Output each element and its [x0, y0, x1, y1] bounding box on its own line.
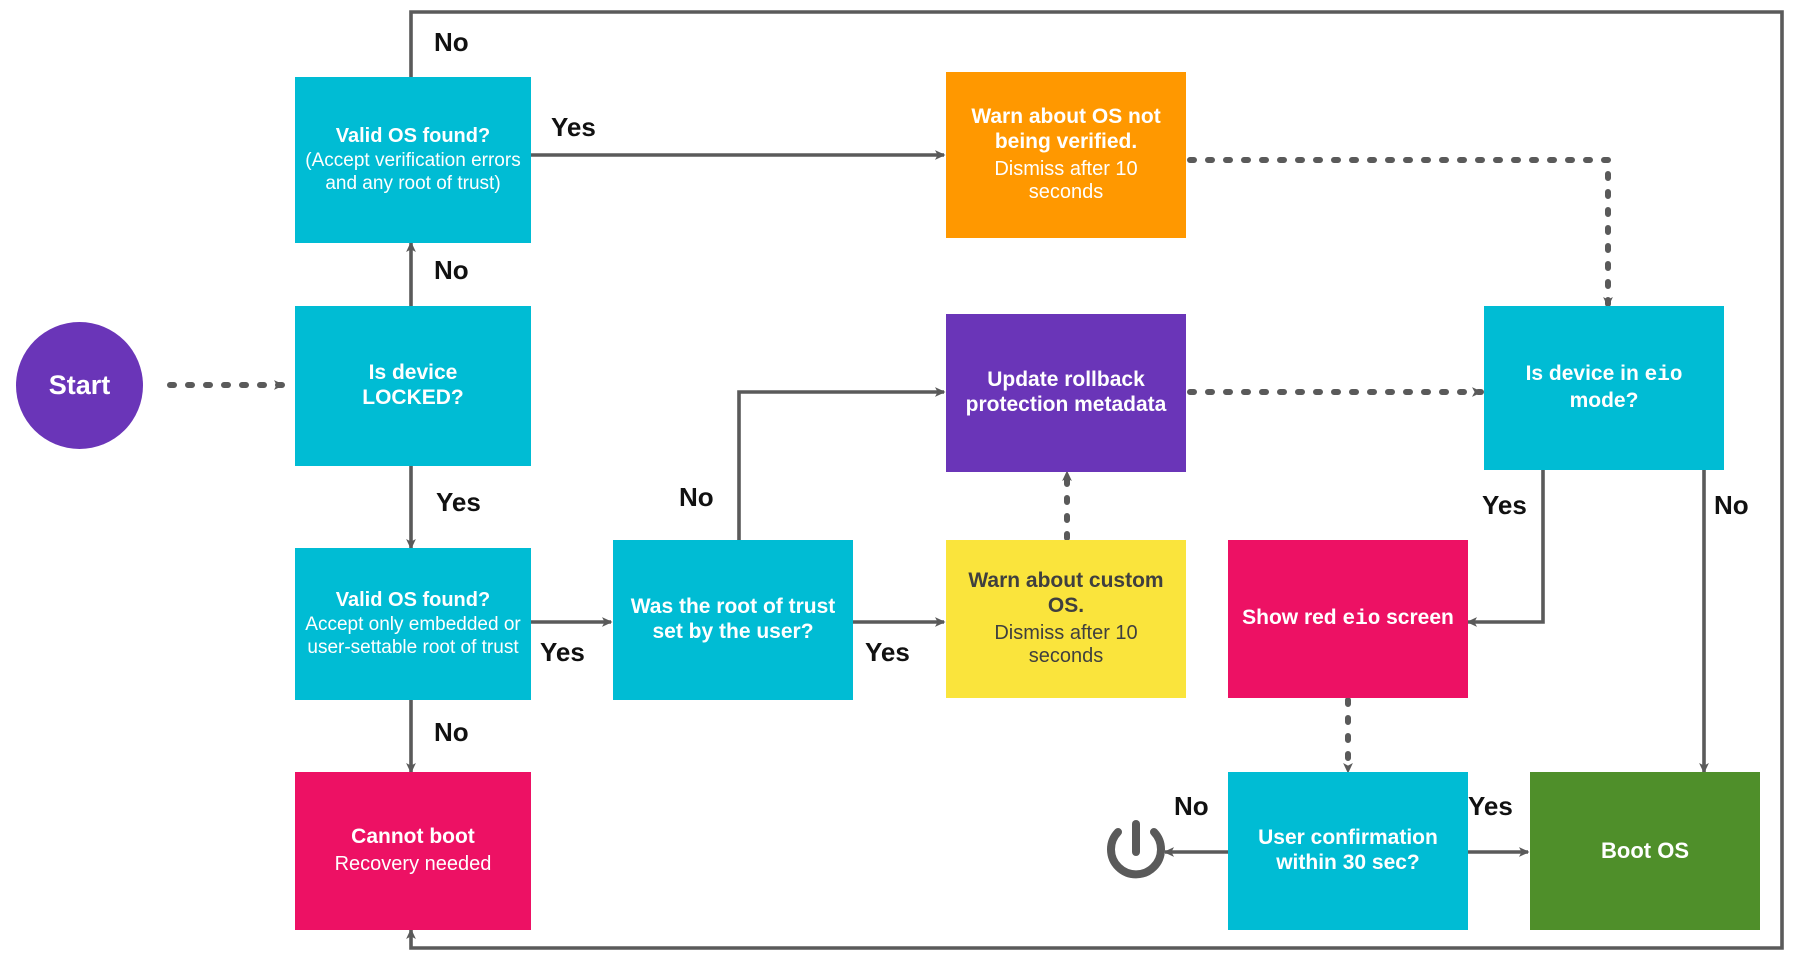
- node-valid-os-unlocked-title: Valid OS found?: [335, 124, 491, 147]
- node-root-of-trust-user-title: Was the root of trust set by the user?: [630, 595, 836, 643]
- node-show-red-eio-title-pre: Show red: [1242, 605, 1343, 629]
- node-cannot-boot-sub: Recovery needed: [334, 853, 492, 876]
- edge-label-no-locked-up: No: [434, 255, 469, 285]
- node-is-device-eio-title-mono: eio: [1644, 364, 1683, 388]
- node-warn-custom-os[interactable]: Warn about custom OS. Dismiss after 10 s…: [946, 540, 1186, 698]
- node-warn-not-verified-title: Warn about OS not being verified.: [971, 105, 1161, 153]
- node-show-red-eio-title: Show red eio screen: [1242, 606, 1454, 633]
- node-update-rollback[interactable]: Update rollback protection metadata: [946, 314, 1186, 472]
- node-start-label: Start: [48, 370, 111, 400]
- node-valid-os-locked-sub: Accept only embedded or user-settable ro…: [305, 614, 521, 658]
- edge-label-yes-unlocked-warn: Yes: [551, 112, 596, 142]
- node-update-rollback-title: Update rollback protection metadata: [965, 368, 1167, 416]
- node-boot-os[interactable]: Boot OS: [1530, 772, 1760, 930]
- edge-label-yes-locked-down: Yes: [436, 487, 481, 517]
- node-is-device-eio-title: Is device in eio mode?: [1496, 362, 1712, 414]
- node-valid-os-locked-title: Valid OS found?: [335, 588, 491, 611]
- node-show-red-eio-title-post: screen: [1380, 605, 1454, 629]
- node-is-device-eio-title-post: mode?: [1569, 389, 1639, 412]
- node-warn-not-verified[interactable]: Warn about OS not being verified. Dismis…: [946, 72, 1186, 238]
- edge-label-no-root-up: No: [679, 482, 714, 512]
- edge-label-yes-user-conf: Yes: [1468, 791, 1513, 821]
- node-cannot-boot[interactable]: Cannot boot Recovery needed: [295, 772, 531, 930]
- node-root-of-trust-user[interactable]: Was the root of trust set by the user?: [613, 540, 853, 700]
- node-valid-os-unlocked-sub: (Accept verification errors and any root…: [305, 150, 521, 194]
- node-is-device-locked[interactable]: Is device LOCKED?: [295, 306, 531, 466]
- node-is-device-locked-title: Is device: [368, 361, 458, 385]
- edge-label-no-user-conf: No: [1174, 791, 1209, 821]
- node-user-confirmation[interactable]: User confirmation within 30 sec?: [1228, 772, 1468, 930]
- power-off-icon: [1100, 812, 1172, 890]
- edge-label-yes-valid-to-root: Yes: [540, 637, 585, 667]
- node-user-confirmation-title: User confirmation within 30 sec?: [1258, 826, 1438, 874]
- edge-label-no-valid-os-locked: No: [434, 717, 469, 747]
- node-cannot-boot-title: Cannot boot: [351, 825, 475, 849]
- edge-label-yes-root-warn: Yes: [865, 637, 910, 667]
- node-is-device-eio-title-pre: Is device in: [1525, 362, 1645, 386]
- node-is-device-locked-title2: LOCKED?: [362, 386, 464, 409]
- node-show-red-eio-title-mono: eio: [1342, 607, 1381, 631]
- node-boot-os-title: Boot OS: [1601, 838, 1689, 864]
- node-valid-os-unlocked[interactable]: Valid OS found? (Accept verification err…: [295, 77, 531, 243]
- edge-label-yes-eio: Yes: [1482, 490, 1527, 520]
- node-warn-custom-os-sub: Dismiss after 10 seconds: [994, 621, 1138, 668]
- edge-label-no-top-loop: No: [434, 27, 469, 57]
- node-valid-os-locked[interactable]: Valid OS found? Accept only embedded or …: [295, 548, 531, 700]
- node-warn-not-verified-sub: Dismiss after 10 seconds: [994, 157, 1138, 204]
- node-show-red-eio[interactable]: Show red eio screen: [1228, 540, 1468, 698]
- node-is-device-eio[interactable]: Is device in eio mode?: [1484, 306, 1724, 470]
- node-warn-custom-os-title: Warn about custom OS.: [968, 569, 1164, 617]
- node-start[interactable]: Start: [16, 322, 143, 449]
- edge-label-no-eio: No: [1714, 490, 1749, 520]
